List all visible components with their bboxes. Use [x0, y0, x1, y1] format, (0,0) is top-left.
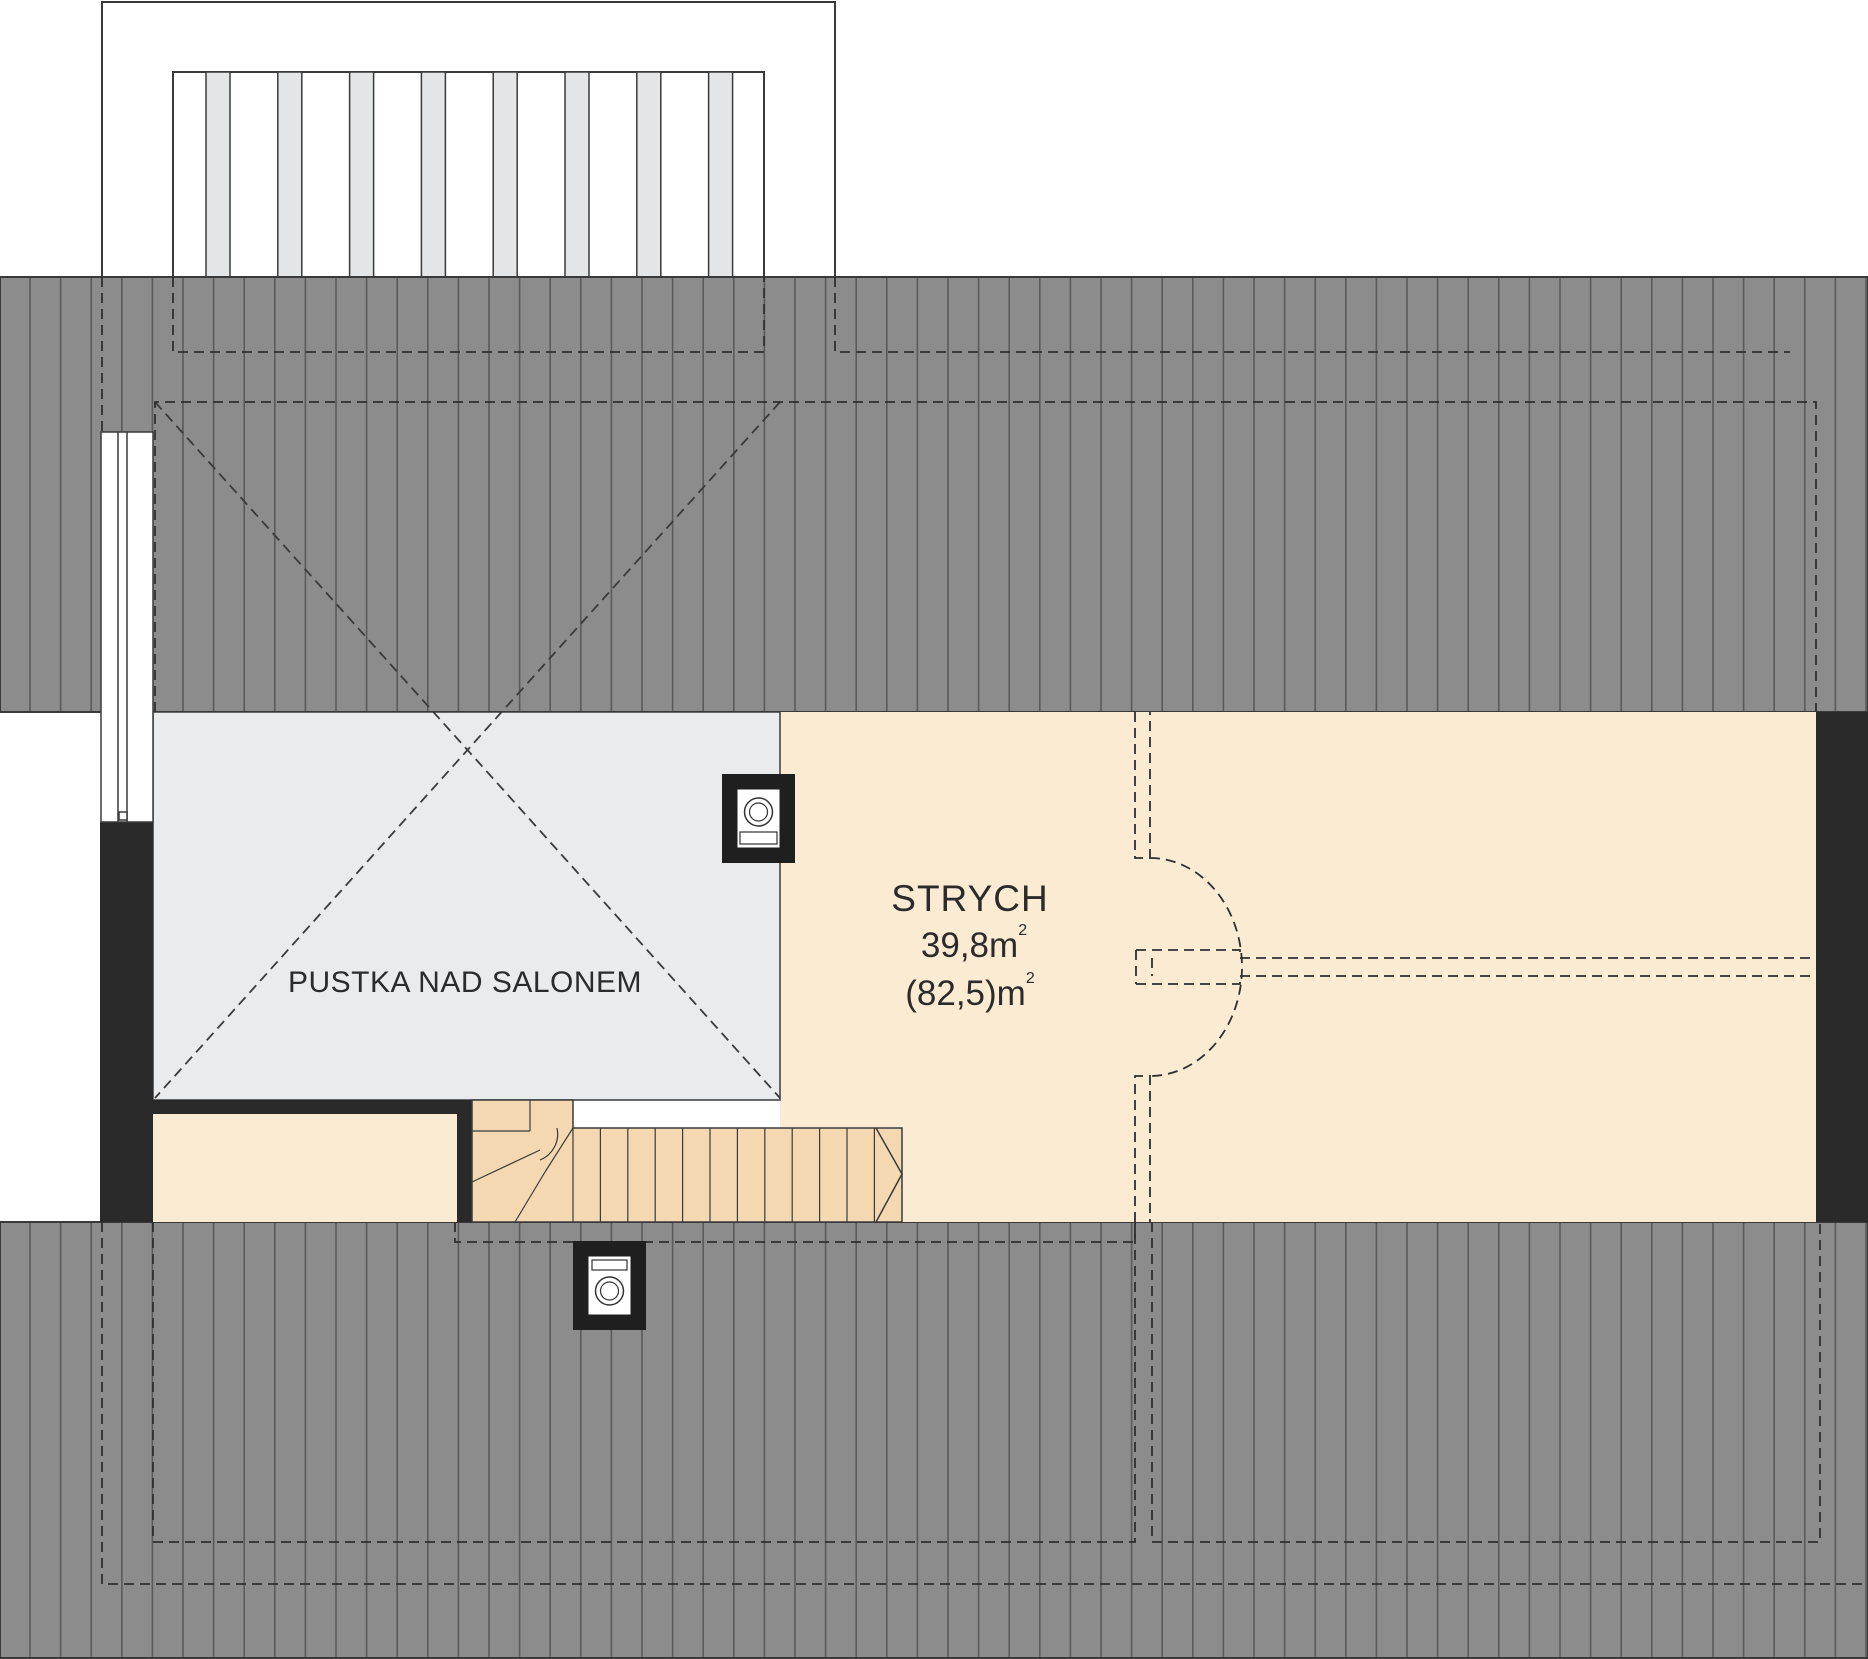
void-label-text: PUSTKA NAD SALONEM	[287, 966, 643, 999]
roof-lower	[0, 1221, 1868, 1659]
balcony-slat	[348, 71, 375, 278]
walls	[100, 712, 1868, 1222]
roof-lower-tiles	[29, 1222, 1867, 1659]
attic-floor	[780, 712, 1816, 1222]
wall-inner-vertical	[457, 1100, 472, 1222]
attic-area-total: (82,5)m2	[905, 970, 1035, 1013]
stair-winders	[471, 1100, 574, 1223]
balcony	[101, 1, 836, 278]
staircase[interactable]	[471, 1099, 903, 1223]
stair-treads	[572, 1128, 876, 1222]
chimney-flue-icon	[594, 1276, 625, 1306]
balcony-slats	[205, 71, 734, 278]
wall-left	[100, 822, 153, 1222]
roof-upper-tiles	[29, 277, 1867, 712]
balcony-slat	[564, 71, 590, 278]
balcony-slat	[492, 71, 518, 278]
wall-inner-horizontal	[153, 1100, 470, 1114]
roof-upper	[0, 276, 1868, 713]
window-left	[100, 431, 154, 823]
attic-area: 39,8m2	[920, 922, 1028, 965]
balcony-slat	[277, 71, 303, 278]
balcony-slat	[420, 71, 447, 278]
balcony-slat	[205, 71, 231, 278]
small-room-floor	[153, 1114, 459, 1222]
wall-right	[1816, 712, 1868, 1222]
chimney-lower	[573, 1241, 646, 1330]
void-area	[152, 711, 781, 1101]
chimney-flue-icon	[743, 797, 774, 827]
attic-name: STRYCH	[891, 878, 1049, 919]
void-diagonals	[154, 401, 781, 1099]
hidden-lines	[101, 277, 1868, 1585]
balcony-slat	[707, 71, 734, 278]
balcony-slat	[636, 71, 662, 278]
balcony-railing	[172, 71, 765, 278]
chimney-upper	[722, 774, 795, 863]
stair-arrow	[875, 1127, 903, 1223]
